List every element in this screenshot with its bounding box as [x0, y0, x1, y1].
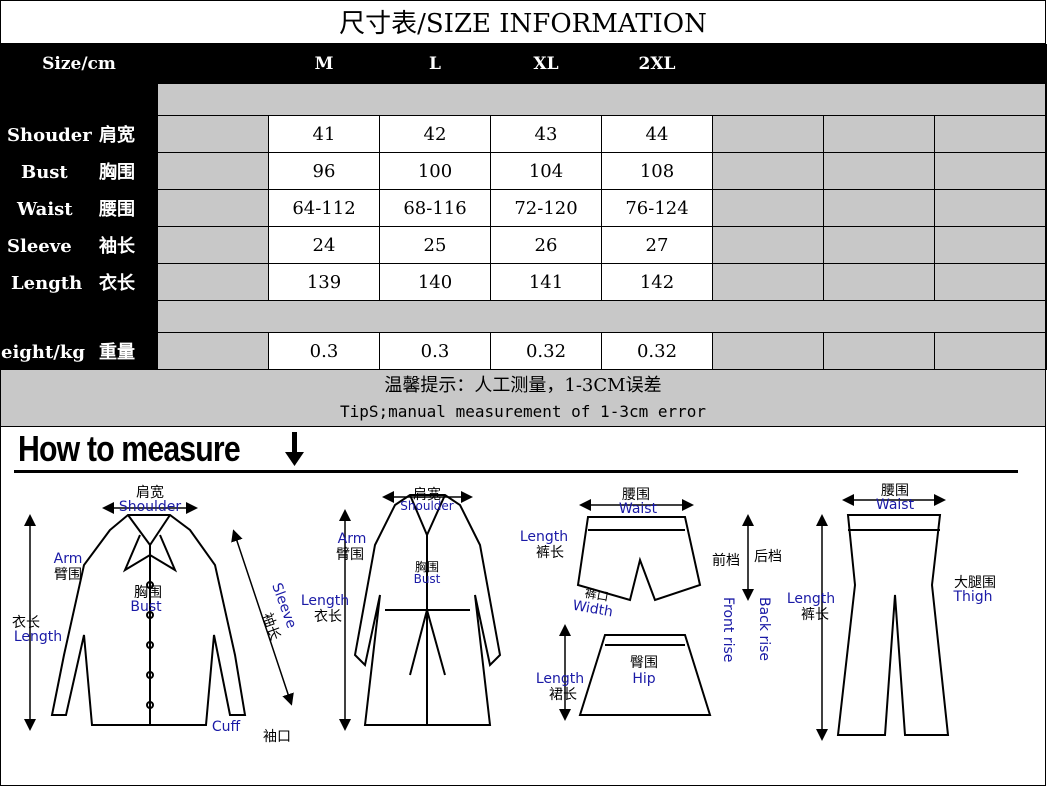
label-coat-length-en: Length [301, 593, 349, 609]
table-cell: 100 [379, 152, 491, 190]
label-coat-bust-cn: 胸围 [415, 559, 439, 574]
label-skirt-hip-en: Hip [632, 671, 655, 687]
table-cell: 96 [268, 152, 380, 190]
label-coat-arm-en: Arm [338, 531, 367, 547]
table-cell: 44 [601, 115, 713, 153]
table-cell: 141 [490, 263, 602, 301]
label-skirt-length-en: Length [536, 671, 584, 687]
label-pants-length-en: Length [787, 591, 835, 607]
table-cell: 142 [601, 263, 713, 301]
table-cell: 76-124 [601, 189, 713, 227]
label-shirt-cuff-en: Cuff [212, 719, 241, 735]
table-cell: 64-112 [268, 189, 380, 227]
size-header-l: L [379, 44, 491, 84]
label-pants-thigh-cn: 大腿围 [954, 575, 996, 591]
coat-drawing [353, 494, 502, 726]
size-header-xl: XL [490, 44, 602, 84]
tip-english: TipS;manual measurement of 1-3cm error [339, 402, 707, 421]
label-shirt-bust-en: Bust [130, 599, 162, 615]
label-shirt-shoulder-cn: 肩宽 [136, 484, 164, 501]
size-header-2xl: 2XL [601, 44, 713, 84]
label-shirt-arm-en: Arm [54, 551, 83, 567]
tip-chinese: 温馨提示：人工测量，1-3CM误差 [384, 375, 662, 396]
pants-drawing [836, 514, 950, 736]
size-cm-header: Size/cm [0, 44, 158, 84]
tip-box: 温馨提示：人工测量，1-3CM误差 TipS;manual measuremen… [0, 369, 1046, 427]
label-shorts-back-cn: 后档 [754, 549, 782, 565]
label-shorts-length-en: Length [520, 529, 568, 545]
table-cell: 24 [268, 226, 380, 264]
label-pants-thigh-en: Thigh [952, 589, 992, 605]
table-cell: 43 [490, 115, 602, 153]
label-coat-shoulder-cn: 肩宽 [413, 486, 441, 503]
table-cell: 0.3 [268, 332, 380, 370]
how-to-measure-heading: How to measure [18, 428, 241, 469]
table-cell: 0.3 [379, 332, 491, 370]
label-skirt-hip-cn: 臀围 [630, 655, 658, 671]
label-shirt-length-en: Length [14, 629, 62, 645]
table-cell: 108 [601, 152, 713, 190]
shorts-drawing [576, 516, 702, 602]
label-shorts-back-en: Back rise [756, 597, 772, 661]
label-shorts-waist-cn: 腰围 [622, 487, 650, 503]
table-cell: 72-120 [490, 189, 602, 227]
table-cell: 0.32 [490, 332, 602, 370]
label-skirt-length-cn: 裙长 [549, 687, 577, 703]
table-cell: 25 [379, 226, 491, 264]
table-cell: 27 [601, 226, 713, 264]
label-coat-arm-cn: 臂围 [336, 547, 364, 563]
table-cell: 140 [379, 263, 491, 301]
label-pants-waist-cn: 腰围 [881, 483, 909, 499]
spacer-row [0, 83, 1047, 116]
spacer-row [0, 300, 1047, 333]
label-shirt-cuff-cn: 袖口 [263, 729, 291, 745]
table-cell: 26 [490, 226, 602, 264]
header-row: Size/cm M L XL 2XL [0, 44, 1047, 84]
label-shorts-front-cn: 前档 [712, 552, 740, 569]
size-header-m: M [268, 44, 380, 84]
table-cell: 42 [379, 115, 491, 153]
table-cell: 68-116 [379, 189, 491, 227]
divider [14, 470, 1018, 473]
label-shorts-waist-en: Waist [619, 501, 658, 517]
skirt-drawing [578, 634, 712, 716]
label-pants-length-cn: 裤长 [801, 607, 829, 623]
label-shirt-arm-cn: 臂围 [54, 567, 82, 583]
label-shorts-front-en: Front rise [720, 597, 736, 662]
arrow-down-icon [285, 432, 304, 466]
label-shorts-width-cn: 裤口 [584, 586, 610, 604]
label-shirt-length-cn: 衣长 [12, 615, 40, 631]
measure-illustration: 肩宽 Shoulder Arm 臂围 胸围 Bust 衣长 Length 袖长 … [12, 483, 996, 745]
label-shorts-length-cn: 裤长 [536, 545, 564, 561]
table-cell: 41 [268, 115, 380, 153]
table-cell: 104 [490, 152, 602, 190]
table-cell: 0.32 [601, 332, 713, 370]
label-shirt-shoulder-en: Shoulder [119, 499, 182, 515]
label-shorts-width-en: Width [571, 598, 614, 621]
measure-arrows [24, 491, 946, 741]
label-coat-length-cn: 衣长 [314, 609, 342, 625]
page-title: 尺寸表/SIZE INFORMATION [0, 0, 1046, 44]
table-cell: 139 [268, 263, 380, 301]
label-coat-bust-en: Bust [414, 572, 441, 586]
label-coat-shoulder-en: Shoulder [400, 499, 454, 513]
shirt-drawing [50, 514, 247, 726]
label-pants-waist-en: Waist [876, 497, 915, 513]
label-shirt-bust-cn: 胸围 [134, 585, 162, 601]
